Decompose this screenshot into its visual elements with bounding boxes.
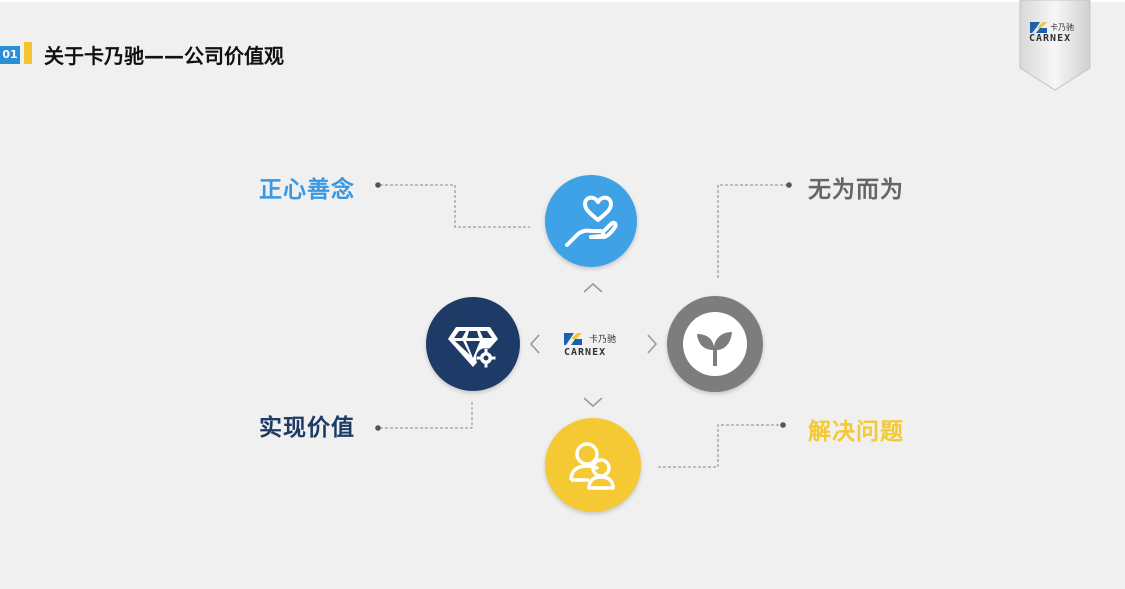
dot-top-left: [375, 182, 381, 188]
carnex-logo-icon: [1030, 22, 1047, 33]
dot-bottom-left: [375, 425, 381, 431]
badge-brand-cn: 卡乃驰: [1050, 23, 1074, 32]
dot-bottom-right: [780, 422, 786, 428]
brand-badge: 卡乃驰 CARNEX: [1018, 0, 1092, 92]
heart-in-hand-icon: [565, 195, 618, 247]
connector-bottom-right: [657, 424, 784, 468]
value-label-top-left: 正心善念: [259, 177, 355, 203]
people-icon: [569, 442, 615, 490]
center-brand-en: CARNEX: [564, 347, 607, 358]
section-number: 01: [0, 46, 20, 64]
value-circle-sprout: [667, 296, 763, 392]
dot-top-right: [786, 182, 792, 188]
value-label-top-right: 无为而为: [808, 177, 904, 203]
value-circle-people: [545, 418, 641, 512]
value-label-bottom-right: 解决问题: [808, 419, 904, 445]
badge-brand-en: CARNEX: [1029, 33, 1072, 44]
center-brand-cn: 卡乃驰: [589, 335, 617, 345]
connector-bottom-left: [380, 400, 473, 429]
value-circle-heart: [545, 175, 637, 267]
chevron-down-icon: [583, 397, 603, 408]
value-circle-diamond: [426, 297, 520, 391]
value-label-bottom-left: 实现价值: [259, 415, 355, 441]
center-logo: 卡乃驰 CARNEX: [560, 330, 626, 362]
carnex-logo-icon: [564, 333, 582, 345]
page-title: 关于卡乃驰——公司价值观: [44, 44, 284, 68]
connector-top-left: [380, 184, 530, 228]
badge-shape: [1019, 0, 1091, 91]
top-border: [0, 0, 1125, 2]
chevron-left-icon: [529, 334, 540, 354]
chevron-up-icon: [583, 282, 603, 293]
diamond-gear-icon: [448, 327, 498, 368]
connector-top-right: [717, 184, 788, 280]
sprout-icon: [683, 312, 747, 376]
chevron-right-icon: [647, 334, 658, 354]
header-accent-bar: [24, 42, 32, 64]
